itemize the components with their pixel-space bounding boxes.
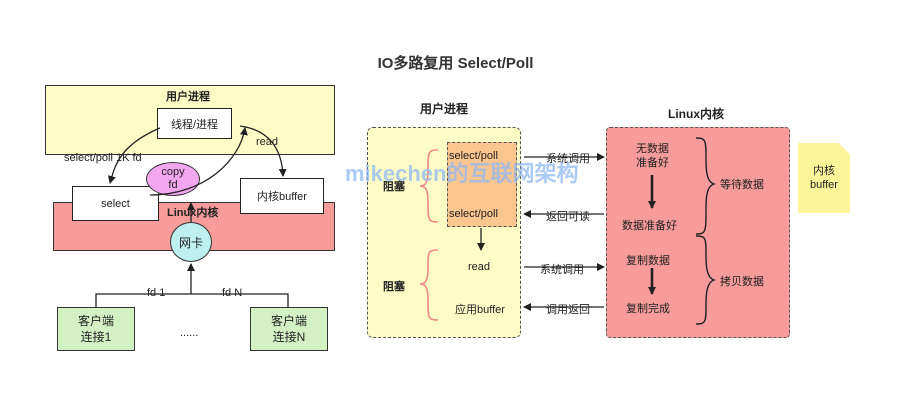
nic-circle: 网卡 — [170, 222, 212, 262]
left-arrows — [95, 125, 289, 307]
note-line1: 内核 — [813, 165, 835, 177]
select-box: select — [72, 186, 159, 221]
select-poll-top-label: select/poll — [449, 150, 498, 162]
no-data-line1: 无数据 — [636, 143, 669, 155]
brace-wait-data — [695, 137, 717, 235]
no-data-ready-label: 无数据 准备好 — [630, 142, 675, 170]
brace-block-bottom — [419, 249, 439, 321]
syscall-label-1: 系统调用 — [546, 153, 590, 165]
select-to-thread-arc — [149, 127, 248, 196]
kernel-region — [606, 127, 790, 338]
copy-data-label: 复制数据 — [626, 255, 670, 267]
select-poll-block — [447, 142, 517, 227]
kernel-buffer-box: 内核buffer — [240, 178, 324, 214]
linux-kernel-label: Linux内核 — [167, 207, 219, 219]
clients-ellipsis: ...... — [180, 327, 199, 339]
kernel-buffer-note: 内核 buffer — [798, 143, 850, 213]
copy-fd-line1: copy — [161, 166, 185, 178]
thread-process-box: 线程/进程 — [157, 108, 232, 139]
linux-kernel-heading: Linux内核 — [668, 107, 724, 121]
diagram-title: IO多路复用 Select/Poll — [377, 55, 534, 72]
block-label-1: 阻塞 — [383, 181, 405, 193]
brace-block-top — [419, 149, 439, 223]
read-curve-arrow — [239, 125, 287, 177]
select-poll-bottom-label: select/poll — [449, 208, 498, 220]
app-buffer-label: 应用buffer — [455, 304, 505, 316]
copy-done-label: 复制完成 — [626, 303, 670, 315]
read-label-left: read — [256, 136, 279, 148]
user-process-label: 用户进程 — [166, 91, 210, 103]
no-data-line2: 准备好 — [636, 157, 669, 169]
client1-line1: 客户端 — [77, 314, 114, 328]
wait-data-label: 等待数据 — [720, 179, 764, 191]
fd1-label: fd 1 — [145, 287, 168, 299]
data-ready-label: 数据准备好 — [622, 220, 677, 232]
nic-label: 网卡 — [178, 235, 203, 250]
kernel-braces — [695, 137, 717, 325]
note-line2: buffer — [810, 179, 838, 191]
client1-line2: 连接1 — [80, 330, 112, 344]
braces — [419, 149, 439, 321]
right-arrows — [477, 153, 605, 311]
clientN-line1: 客户端 — [270, 314, 307, 328]
client-connection-1: 客户端 连接1 — [57, 307, 135, 351]
fd-connector — [95, 293, 289, 307]
fdN-label: fd N — [220, 287, 245, 299]
clientN-line2: 连接N — [272, 330, 306, 344]
copy-fd-line2: fd — [168, 179, 178, 191]
block-label-2: 阻塞 — [383, 281, 405, 293]
copy-data-phase-label: 拷贝数据 — [720, 276, 764, 288]
copy-fd-bubble: copy fd — [146, 162, 200, 196]
watermark-text: mikechen的互联网架构 — [345, 161, 579, 186]
thread-to-select-arrow — [108, 127, 161, 184]
read-label-right: read — [468, 261, 491, 273]
user-process-heading: 用户进程 — [420, 102, 469, 116]
brace-copy-data — [695, 235, 717, 325]
client-connection-n: 客户端 连接N — [250, 307, 328, 351]
